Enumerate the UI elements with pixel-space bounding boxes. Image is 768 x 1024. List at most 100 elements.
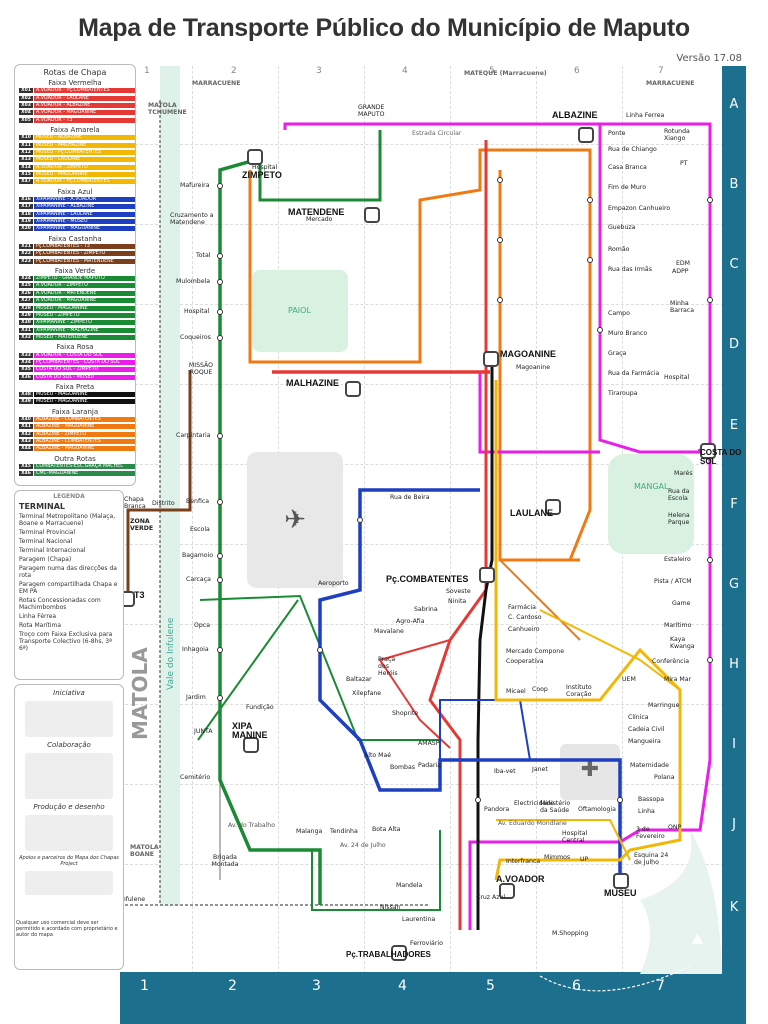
- place-label: Jardim: [186, 694, 206, 701]
- stop-dot: [707, 657, 713, 663]
- grid-line: [120, 304, 724, 305]
- place-label: Electricidade: [514, 800, 555, 807]
- place-label: Cruzamento a Matendene: [170, 212, 214, 226]
- place-label: Av. 24 de Julho: [340, 842, 386, 849]
- place-label: Fim de Muro: [608, 184, 646, 191]
- legend-item: Terminal Provincial: [19, 529, 76, 536]
- route-code: X39: [19, 399, 33, 405]
- row-letter: C: [729, 257, 739, 272]
- credits-collaboration: Colaboração: [47, 741, 91, 749]
- column-number-top: 6: [574, 66, 580, 76]
- route-code: X02: [19, 95, 33, 101]
- stop-dot: [217, 647, 223, 653]
- production-logos: [25, 815, 113, 851]
- region-mangal: MANGAL: [634, 482, 669, 491]
- terminal-costa-do-sol[interactable]: COSTA DO SOL: [700, 448, 742, 466]
- terminal-laulane[interactable]: LAULANE: [510, 508, 553, 518]
- terminal-marker: [345, 381, 361, 397]
- legend-item: Terminal Metropolitano (Malaça, Boane e …: [19, 513, 116, 527]
- row-letter: A: [729, 97, 739, 112]
- terminal-marker: [391, 945, 407, 961]
- place-label: Marés: [674, 470, 693, 477]
- credits-panel: Iniciativa Colaboração Produção e desenh…: [14, 684, 124, 970]
- stop-dot: [217, 253, 223, 259]
- terminal-marker: [479, 567, 495, 583]
- route-name: A.VOADOR - MAGOANINE: [34, 298, 135, 304]
- place-label: Hospital: [184, 308, 210, 315]
- route-code: X47: [19, 179, 33, 185]
- terminal-malhazine[interactable]: MALHAZINE: [286, 378, 339, 388]
- route-code: X04: [19, 110, 33, 116]
- red-route: [378, 639, 451, 749]
- route-code: X31: [19, 327, 33, 333]
- route-code: X38: [19, 392, 33, 398]
- place-label: Empazon Canhueiro: [608, 205, 671, 212]
- route-name: XIPAMANINE - MAGOANINE: [34, 226, 135, 232]
- terminal-xipamanine[interactable]: XIPA MANINE: [232, 721, 268, 740]
- route-code: X28: [19, 305, 33, 311]
- place-label: Janet: [532, 766, 548, 773]
- legend-group-title: Faixa Azul: [57, 187, 93, 196]
- place-label: Av. do Trabalho: [228, 822, 276, 829]
- column-number-bottom: 5: [486, 978, 495, 994]
- terminal-magoanine[interactable]: MAGOANINE: [500, 349, 556, 359]
- place-label: UEM: [622, 676, 636, 683]
- place-label: Shoprite: [392, 710, 419, 717]
- terminal-t3[interactable]: T3: [134, 590, 145, 600]
- route-name: MUSEU - MAGOANINE: [34, 172, 135, 178]
- stop-dot: [357, 517, 363, 523]
- place-label: Carpintaria: [176, 432, 211, 439]
- stop-dot: [497, 177, 503, 183]
- legend-item: Paragem (Chapa): [19, 556, 72, 563]
- page-title: Mapa de Transporte Público do Município …: [78, 14, 690, 42]
- stop-dot: [597, 327, 603, 333]
- column-number-bottom: 2: [228, 978, 237, 994]
- terminal-marker: [700, 443, 716, 459]
- route-name: MUSEU - ZIMPETO: [34, 312, 135, 318]
- place-label: EDM: [676, 260, 691, 267]
- terminal-albazine[interactable]: ALBAZINE: [552, 110, 598, 120]
- place-label: MARRACUENE: [192, 80, 241, 87]
- route-name: COMBATENTES-ESC.GRAÇA MACHEL: [34, 463, 135, 469]
- stop-dot: [317, 647, 323, 653]
- grid-line: [120, 144, 724, 145]
- terminal-zimpeto[interactable]: ZIMPETO: [242, 170, 282, 180]
- terminal-trabalhadores[interactable]: Pç.TRABALHADORES: [346, 950, 431, 959]
- yellow-route: [496, 819, 631, 861]
- terminal-museu[interactable]: MUSEU: [604, 888, 637, 898]
- credits-production: Produção e desenho: [33, 803, 105, 811]
- place-label: Av. Eduardo Mondlane: [498, 820, 567, 827]
- place-label: MATEQUE (Marracuene): [464, 70, 547, 77]
- maritime-route: [539, 965, 691, 992]
- place-label: M.Shopping: [552, 930, 589, 937]
- grid-line: [364, 66, 365, 974]
- stop-dot: [707, 197, 713, 203]
- place-label: Tiraroupa: [608, 390, 638, 397]
- route-name: MUSEU - MAGOANINE: [34, 392, 135, 398]
- route-name: MUSEU - MALHAZINE: [34, 142, 135, 148]
- place-label: Rua da Farmácia: [608, 370, 660, 377]
- legend-group-title: Faixa Amarela: [50, 125, 100, 134]
- terminal-matendene[interactable]: MATENDENE: [288, 207, 345, 217]
- blue-route: [439, 699, 531, 761]
- place-label: Mulombela: [176, 278, 211, 285]
- row-letter: E: [729, 418, 739, 433]
- route-code: X11: [19, 142, 33, 148]
- place-label: Opca: [194, 622, 210, 629]
- license-text: Qualquer uso comercial deve ser permitid…: [16, 920, 118, 938]
- place-label: Distrito: [152, 500, 175, 507]
- place-label: Rua de Beira: [390, 494, 430, 501]
- place-label: Agro-Afia: [396, 618, 425, 625]
- place-label: Coop: [532, 686, 548, 693]
- terminal-combatentes[interactable]: Pç.COMBATENTES: [386, 574, 469, 584]
- terminal-avoador[interactable]: A.VOADOR: [496, 874, 545, 884]
